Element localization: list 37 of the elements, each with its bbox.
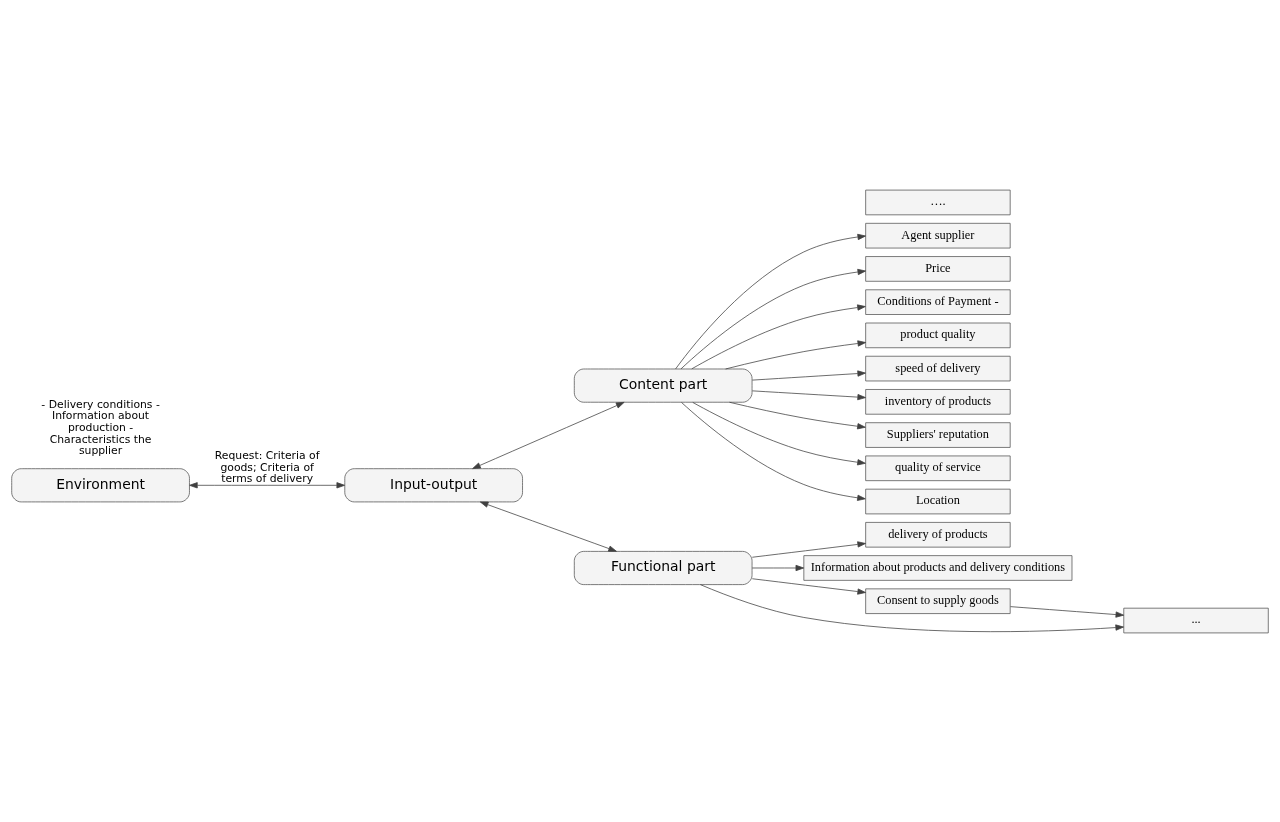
node-box: Input-output [344,467,523,502]
arrow [751,577,866,595]
arrow [189,481,345,488]
label: - Delivery conditions - Information about production - Characteristics the supplier [41,397,160,457]
edge-label: Request: Criteria of goods; Criteria of terms of delivery [214,448,320,485]
node-box: Content part [573,368,753,403]
node-box: Agent supplier [865,222,1011,248]
arrow [472,401,625,469]
arrow [681,401,866,501]
arrow [691,303,866,369]
node-box: ... [1123,607,1269,633]
node-box: Location [865,488,1011,514]
arrow [680,268,867,369]
arrow [729,401,866,429]
arrow [692,401,866,465]
arrow [751,564,805,571]
node-box: Conditions of Payment - [865,288,1011,315]
node-box: Price [865,255,1011,282]
arrow [479,501,617,552]
node-box: quality of service [865,455,1011,481]
arrow [751,540,866,558]
node-box: product quality [865,322,1011,348]
arrow [1010,605,1125,618]
arrow [675,233,866,369]
node-box: Consent to supply goods [865,587,1011,614]
arrow [725,339,867,369]
arrow [751,369,866,380]
node-box: Information about products and delivery conditions [803,554,1073,581]
node-box: speed of delivery [865,355,1011,381]
node-box: Environment [11,467,190,502]
node-box: inventory of products [865,388,1011,415]
node-box: Functional part [573,550,753,585]
arrow [751,389,866,400]
node-box: delivery of products [865,521,1011,547]
node-box: …. [865,189,1011,215]
arrow [700,583,1124,632]
node-box: Suppliers' reputation [865,421,1011,448]
